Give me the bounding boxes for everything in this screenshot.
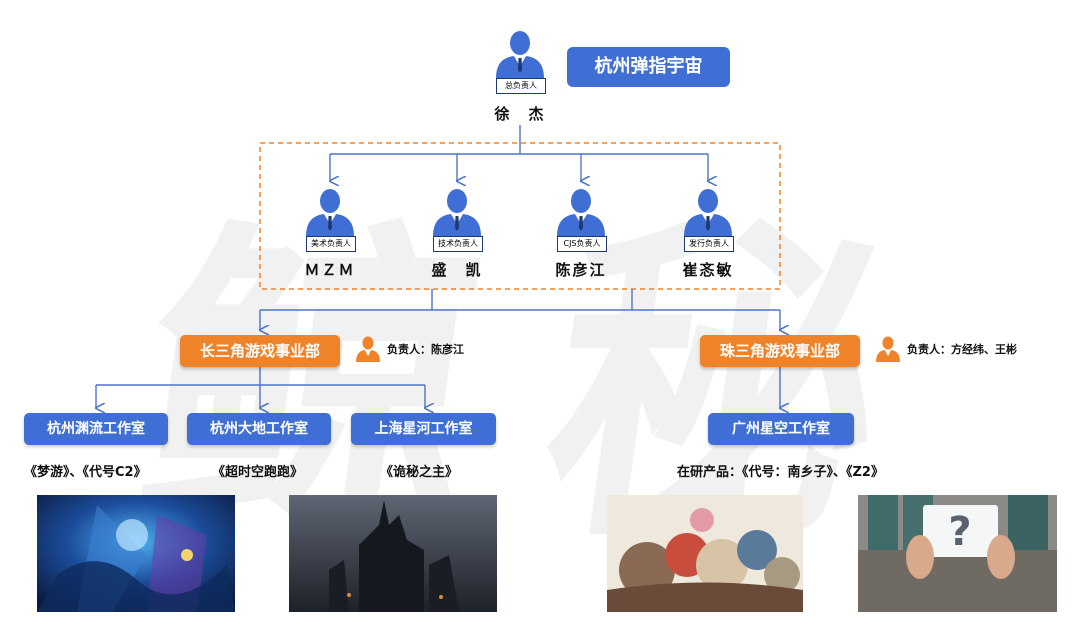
top-person-name: 徐 杰 xyxy=(494,105,546,123)
top-person-role: 总负责人 xyxy=(496,78,546,94)
studio-yuanliu-products: 《梦游》、《代号C2》 xyxy=(24,465,147,480)
studio-xinghe-products: 《诡秘之主》 xyxy=(380,465,459,480)
dept-pearl: 珠三角游戏事业部 xyxy=(700,335,860,367)
publishing-lead-icon: 发行负责人 xyxy=(680,186,736,256)
lead-name: 陈彦江 xyxy=(555,261,607,279)
studio-dadi: 杭州大地工作室 xyxy=(187,413,331,445)
tech-lead-icon: 技术负责人 xyxy=(429,186,485,256)
svg-text:?: ? xyxy=(948,509,971,555)
z2-mystery-artwork: ? xyxy=(858,495,1057,612)
lead-role: CJS负责人 xyxy=(557,236,607,252)
dept-lead-text: 负责人：方经纬、王彬 xyxy=(907,343,1017,356)
top-person-icon: 总负责人 xyxy=(492,28,548,98)
orange-person-icon xyxy=(356,336,380,362)
orange-person-icon xyxy=(876,336,900,362)
lead-name: 崔忞敏 xyxy=(682,261,734,279)
lord-of-mysteries-artwork xyxy=(289,495,497,612)
lead-role: 美术负责人 xyxy=(306,236,356,252)
company-label: 杭州弹指宇宙 xyxy=(567,47,730,87)
studio-dadi-products: 《超时空跑跑》 xyxy=(212,465,304,480)
studio-yuanliu: 杭州渊流工作室 xyxy=(24,413,168,445)
dept-lead-text: 负责人：陈彦江 xyxy=(387,343,464,356)
lead-name: 盛 凯 xyxy=(431,261,483,279)
lead-role: 发行负责人 xyxy=(684,236,734,252)
studio-xinghe: 上海星河工作室 xyxy=(351,413,496,445)
lead-role: 技术负责人 xyxy=(433,236,483,252)
nanxiangzi-artwork xyxy=(607,495,803,612)
lead-name: ＭＺＭ xyxy=(304,261,356,279)
dept-yangtze: 长三角游戏事业部 xyxy=(180,335,340,367)
studio-xingkong: 广州星空工作室 xyxy=(708,413,854,445)
dept-yangtze-lead: 负责人：陈彦江 xyxy=(355,335,464,363)
studio-xingkong-products: 在研产品：《代号：南乡子》、《Z2》 xyxy=(677,465,884,480)
dream-game-artwork xyxy=(37,495,235,612)
art-lead-icon: 美术负责人 xyxy=(302,186,358,256)
dept-pearl-lead: 负责人：方经纬、王彬 xyxy=(875,335,1017,363)
cjs-lead-icon: CJS负责人 xyxy=(553,186,609,256)
